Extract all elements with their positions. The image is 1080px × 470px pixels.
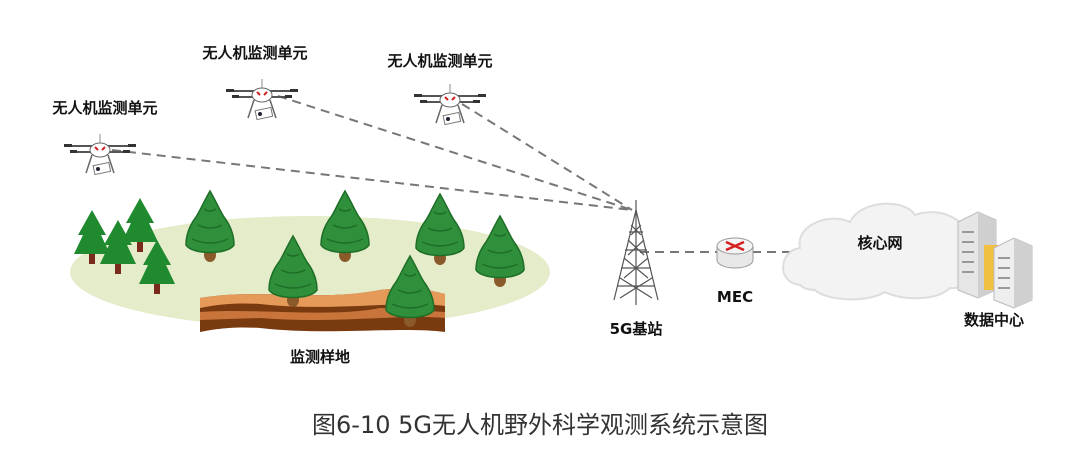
drone-icon [225, 78, 299, 121]
drone-label: 无人机监测单元 [51, 99, 157, 117]
base-station-label: 5G基站 [610, 320, 663, 338]
wireless-links [111, 95, 795, 253]
drone-label: 无人机监测单元 [386, 52, 492, 70]
core-network-label: 核心网 [857, 234, 902, 252]
drone-label: 无人机监测单元 [201, 44, 307, 62]
mec-label: MEC [717, 288, 753, 306]
drone-icon [63, 133, 137, 176]
figure-caption: 图6-10 5G无人机野外科学观测系统示意图 [312, 411, 768, 439]
soil-layers [200, 288, 445, 332]
data-center-label: 数据中心 [964, 311, 1024, 329]
data-center-icon [957, 211, 1033, 309]
drone-icon [413, 83, 487, 126]
base-station-tower-icon [613, 200, 659, 305]
plot-label: 监测样地 [290, 348, 350, 366]
mec-router-icon [716, 237, 754, 269]
